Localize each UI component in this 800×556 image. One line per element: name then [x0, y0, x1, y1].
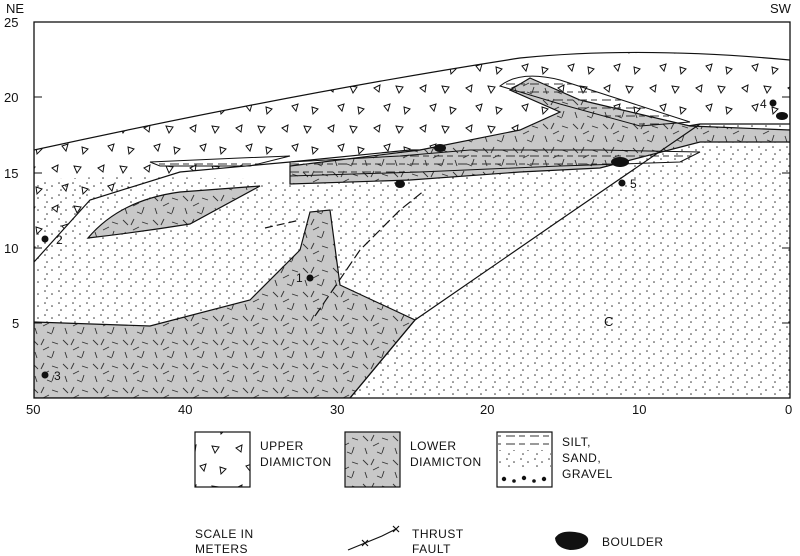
legend-label: LOWER [410, 439, 457, 453]
legend-label: FAULT [412, 542, 451, 556]
sample-point-3 [41, 371, 49, 379]
ne-label: NE [6, 1, 24, 16]
x-tick-label: 40 [178, 402, 192, 417]
legend-label: SILT, [562, 435, 591, 449]
sw-label: SW [770, 1, 792, 16]
sample-point-2 [41, 235, 49, 243]
boulder [434, 144, 446, 152]
y-axis-right [782, 96, 790, 324]
legend-swatch-sand [498, 450, 551, 470]
lower-diamicton-tongue [86, 185, 261, 239]
sample-label: 2 [56, 233, 63, 247]
x-tick-label: 20 [480, 402, 494, 417]
legend-label: BOULDER [602, 535, 664, 549]
lower-diamicton-unit [34, 209, 416, 398]
legend-label: DIAMICTON [260, 455, 332, 469]
sample-label: 3 [54, 369, 61, 383]
y-axis-left: 25 20 15 10 5 [4, 15, 42, 331]
legend: UPPER DIAMICTON LOWER DIAMICTON SILT, SA… [194, 431, 664, 556]
sample-point-5 [618, 179, 626, 187]
y-tick-label: 5 [12, 316, 19, 331]
x-tick-label: 0 [785, 402, 792, 417]
y-tick-label: 25 [4, 15, 18, 30]
x-axis: 50 40 30 20 10 0 [26, 402, 792, 417]
sample-label: 4 [760, 97, 767, 111]
y-tick-label: 10 [4, 241, 18, 256]
silt-band [289, 149, 701, 177]
thrust-fault-line-2 [264, 219, 301, 229]
scale-label: SCALE IN [195, 527, 254, 541]
boulder [611, 157, 629, 167]
sample-label: 5 [630, 177, 637, 191]
legend-label: GRAVEL [562, 467, 613, 481]
legend-swatch-upper-diamicton [194, 431, 251, 488]
section-frame [33, 21, 791, 399]
section-strata [34, 51, 790, 398]
legend-swatch-gravel [501, 475, 547, 483]
silt-wedge [498, 75, 691, 127]
legend-label: SAND, [562, 451, 601, 465]
y-tick-label: 20 [4, 90, 18, 105]
lower-contact-right [349, 123, 701, 398]
legend-swatch-lower-diamicton [344, 431, 401, 488]
scale-label: METERS [195, 542, 248, 556]
legend-label: THRUST [412, 527, 464, 541]
x-tick-label: 50 [26, 402, 40, 417]
sample-points: 1 2 3 4 5 [41, 97, 777, 383]
y-tick-label: 15 [4, 166, 18, 181]
thrust-fault-symbol [347, 525, 400, 551]
boulder [776, 112, 788, 120]
x-tick-label: 30 [330, 402, 344, 417]
legend-swatch-silt [498, 433, 551, 450]
sample-point-4 [769, 99, 777, 107]
sample-label: 1 [296, 271, 303, 285]
unit-c-label: C [604, 314, 613, 329]
sample-point-1 [306, 274, 314, 282]
x-tick-label: 10 [632, 402, 646, 417]
boulder-icon [555, 531, 589, 550]
boulder [395, 180, 405, 188]
silt-lens [149, 155, 291, 167]
legend-label: UPPER [260, 439, 304, 453]
legend-label: DIAMICTON [410, 455, 482, 469]
